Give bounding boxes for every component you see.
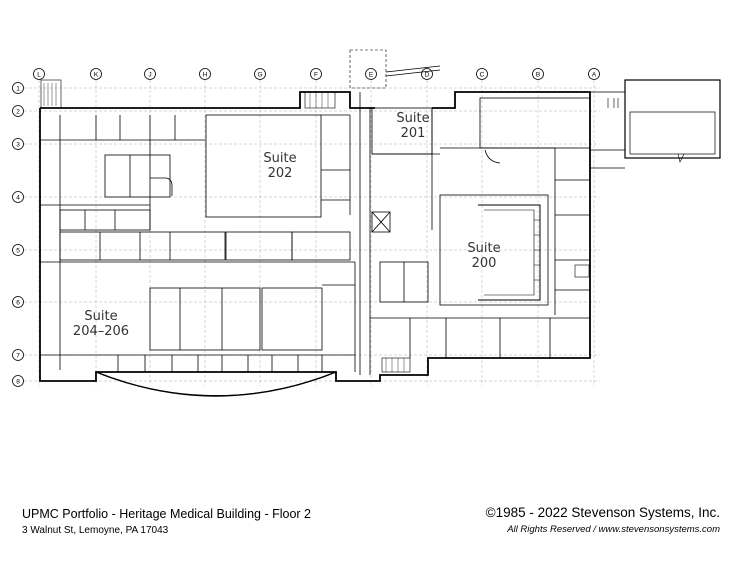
grid-row-label: 6: [16, 299, 20, 306]
grid-col-label: H: [203, 71, 208, 78]
grid-col-bubble: E: [365, 68, 377, 80]
building-address: 3 Walnut St, Lemoyne, PA 17043: [22, 525, 169, 536]
grid-row-bubble: 7: [12, 349, 24, 361]
grid-col-bubble: G: [254, 68, 266, 80]
grid-row-label: 1: [16, 85, 20, 92]
grid-col-bubble: A: [588, 68, 600, 80]
grid-row-label: 4: [16, 194, 20, 201]
suite-200-label-line1: Suite: [467, 241, 500, 256]
grid-row-bubble: 6: [12, 296, 24, 308]
grid-col-bubble: B: [532, 68, 544, 80]
grid-row-label: 5: [16, 247, 20, 254]
grid-col-bubble: K: [90, 68, 102, 80]
grid-row-bubble: 2: [12, 105, 24, 117]
grid-col-bubble: L: [33, 68, 45, 80]
floor-plan-title: UPMC Portfolio - Heritage Medical Buildi…: [22, 507, 311, 521]
copyright-notice: ©1985 - 2022 Stevenson Systems, Inc.: [485, 505, 720, 520]
grid-col-label: C: [480, 71, 485, 78]
interior-walls: [40, 91, 591, 375]
grid-col-label: E: [369, 71, 374, 78]
grid-row-label: 8: [16, 378, 20, 385]
grid-row-bubble: 5: [12, 244, 24, 256]
grid-row-bubble: 1: [12, 82, 24, 94]
floor-plan: L K J H G F E D: [12, 49, 721, 397]
grid-col-bubble: F: [310, 68, 322, 80]
grid-col-label: F: [314, 71, 318, 78]
grid-col-label: L: [37, 71, 41, 78]
grid-col-bubble: C: [476, 68, 488, 80]
grid-row-bubble: 8: [12, 375, 24, 387]
grid-col-label: J: [148, 71, 151, 78]
suite-201-label-line2: 201: [401, 126, 426, 141]
grid-row-bubble: 4: [12, 191, 24, 203]
grid-col-bubble: D: [421, 68, 433, 80]
grid-row-bubble: 3: [12, 138, 24, 150]
grid-row-label: 2: [16, 108, 20, 115]
suite-204-206-label-line1: Suite: [84, 309, 117, 324]
grid-col-label: D: [425, 71, 430, 78]
suite-200-label-line2: 200: [472, 256, 497, 271]
grid-columns: L K J H G F E D: [33, 68, 600, 80]
rights-notice: All Rights Reserved / www.stevensonsyste…: [507, 524, 720, 535]
annex-building: [590, 79, 721, 169]
grid-col-label: A: [592, 71, 597, 78]
grid-col-bubble: H: [199, 68, 211, 80]
grid-col-label: K: [94, 71, 99, 78]
grid-row-label: 7: [16, 352, 20, 359]
suite-201-label-line1: Suite: [396, 111, 429, 126]
gridlines: [24, 80, 600, 386]
grid-rows: 1 2 3 4 5 6 7 8: [12, 82, 24, 387]
suite-202-label-line2: 202: [268, 166, 293, 181]
grid-col-label: B: [536, 71, 540, 78]
suite-labels: Suite 202 Suite 201 Suite 200 Suite 204–…: [73, 111, 501, 339]
roof-walkway: [40, 49, 441, 109]
grid-col-label: G: [257, 71, 262, 78]
grid-col-bubble: J: [144, 68, 156, 80]
grid-row-label: 3: [16, 141, 20, 148]
suite-204-206-label-line2: 204–206: [73, 324, 129, 339]
suite-202-label-line1: Suite: [263, 151, 296, 166]
